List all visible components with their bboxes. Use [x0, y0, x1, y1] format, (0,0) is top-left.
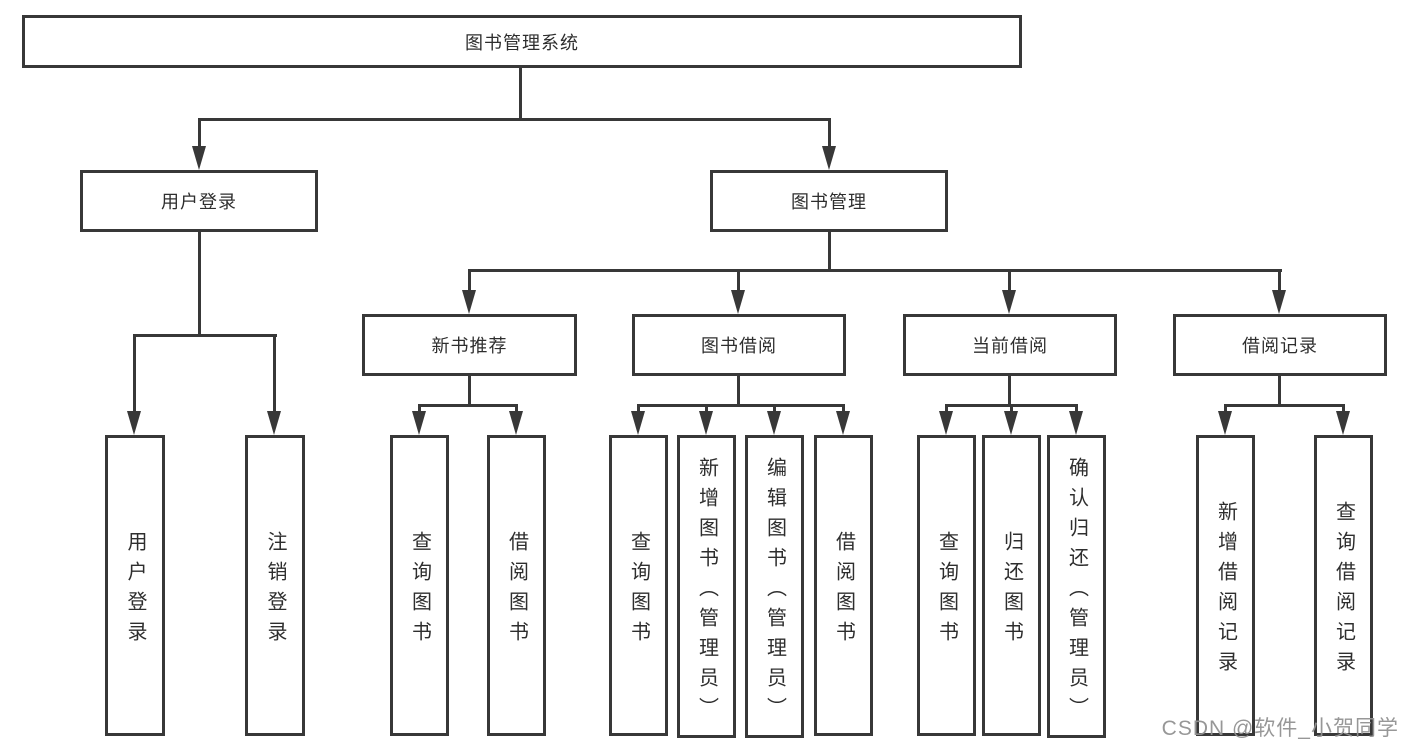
arrow-down-icon — [1002, 290, 1016, 314]
connector-level3-drop — [468, 269, 471, 292]
arrow-down-icon — [731, 290, 745, 314]
arrow-down-icon — [822, 146, 836, 170]
arrow-down-icon — [1272, 290, 1286, 314]
node-leaf-borrow-books: 借阅图书 — [814, 435, 873, 736]
node-leaf-user-login: 用户登录 — [105, 435, 165, 736]
connector-leaf-drop — [705, 404, 708, 416]
node-leaf-query-books-recommend: 查询图书 — [390, 435, 449, 736]
arrow-down-icon — [1069, 411, 1083, 435]
connector-borrowing-drop — [737, 375, 740, 407]
arrow-down-icon — [509, 411, 523, 435]
node-leaf-add-borrow-record: 新增借阅记录 — [1196, 435, 1255, 736]
node-leaf-logout: 注销登录 — [245, 435, 305, 736]
node-leaf-query-borrow-record: 查询借阅记录 — [1314, 435, 1373, 736]
arrow-down-icon — [1336, 411, 1350, 435]
node-user-login-branch: 用户登录 — [80, 170, 318, 232]
node-root-system: 图书管理系统 — [22, 15, 1022, 68]
node-book-borrowing: 图书借阅 — [632, 314, 846, 376]
node-leaf-edit-books-admin: 编辑图书（管理员） — [745, 435, 804, 738]
csdn-watermark: CSDN @软件_小贺同学 — [1161, 717, 1399, 740]
connector-user-subtree-drop — [198, 231, 201, 336]
connector-level1-bus — [198, 118, 831, 121]
connector-leaf-drop — [1342, 404, 1345, 416]
node-leaf-query-books-borrow: 查询图书 — [609, 435, 668, 736]
connector-leaf-drop — [1010, 404, 1013, 416]
connector-leaf-drop — [773, 404, 776, 416]
connector-leaf-drop — [273, 334, 276, 414]
connector-records-drop — [1278, 375, 1281, 407]
node-current-borrowing: 当前借阅 — [903, 314, 1117, 376]
node-new-book-recommend: 新书推荐 — [362, 314, 577, 376]
connector-user-branch-drop — [198, 118, 201, 148]
connector-recommend-bus — [418, 404, 518, 407]
arrow-down-icon — [267, 411, 281, 435]
connector-level3-drop — [737, 269, 740, 292]
connector-leaf-drop — [515, 404, 518, 416]
node-borrowing-records: 借阅记录 — [1173, 314, 1387, 376]
connector-records-bus — [1224, 404, 1345, 407]
connector-level3-drop — [1008, 269, 1011, 292]
connector-book-branch-drop — [828, 118, 831, 148]
arrow-down-icon — [939, 411, 953, 435]
arrow-down-icon — [699, 411, 713, 435]
connector-recommend-drop — [468, 375, 471, 407]
arrow-down-icon — [1218, 411, 1232, 435]
arrow-down-icon — [192, 146, 206, 170]
arrow-down-icon — [1004, 411, 1018, 435]
connector-leaf-drop — [418, 404, 421, 416]
arrow-down-icon — [412, 411, 426, 435]
node-leaf-add-books-admin: 新增图书（管理员） — [677, 435, 736, 738]
node-leaf-query-books-current: 查询图书 — [917, 435, 976, 736]
arrow-down-icon — [631, 411, 645, 435]
connector-level3-bus — [468, 269, 1282, 272]
connector-borrowing-bus — [637, 404, 845, 407]
connector-leaf-drop — [133, 334, 136, 414]
arrow-down-icon — [462, 290, 476, 314]
connector-leaf-drop — [842, 404, 845, 416]
connector-level3-drop — [1278, 269, 1281, 292]
connector-leaf-drop — [945, 404, 948, 416]
node-leaf-confirm-return-admin: 确认归还（管理员） — [1047, 435, 1106, 738]
node-book-management-branch: 图书管理 — [710, 170, 948, 232]
connector-root-drop — [519, 67, 522, 121]
connector-book-subtree-drop — [828, 231, 831, 272]
arrow-down-icon — [127, 411, 141, 435]
connector-current-drop — [1008, 375, 1011, 407]
connector-user-subtree-bus — [133, 334, 277, 337]
connector-leaf-drop — [637, 404, 640, 416]
connector-leaf-drop — [1075, 404, 1078, 416]
connector-leaf-drop — [1224, 404, 1227, 416]
node-leaf-borrow-books-recommend: 借阅图书 — [487, 435, 546, 736]
arrow-down-icon — [836, 411, 850, 435]
arrow-down-icon — [767, 411, 781, 435]
node-leaf-return-books: 归还图书 — [982, 435, 1041, 736]
